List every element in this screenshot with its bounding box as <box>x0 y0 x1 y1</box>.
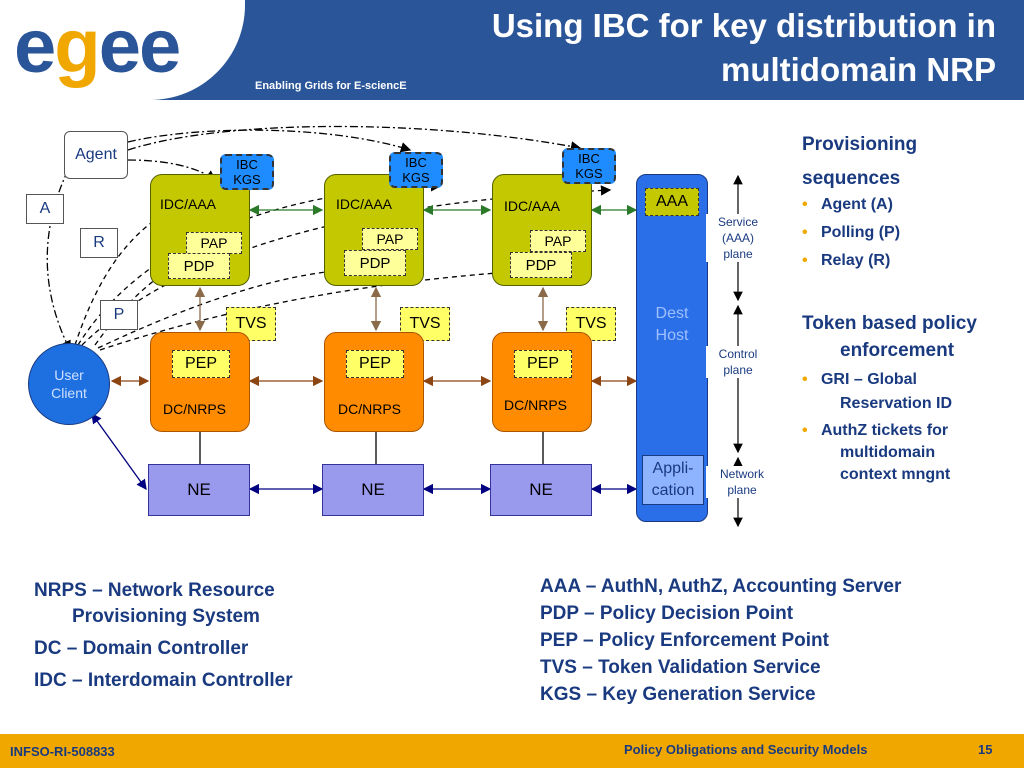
prov-item-relay: • Relay (R) <box>802 252 891 269</box>
slide-title: Using IBC for key distribution in multid… <box>491 7 996 88</box>
dc-nrps-label-3: DC/NRPS <box>504 397 568 413</box>
ne-box-1: NE <box>148 464 250 516</box>
glossary-right: AAA – AuthN, AuthZ, Accounting Server PD… <box>540 576 902 705</box>
provisioning-title: Provisioning sequences <box>802 134 918 189</box>
glossary-left: NRPS – Network Resource Provisioning Sys… <box>34 580 293 691</box>
pdp-label-1: PDP <box>183 257 215 275</box>
page-number: 15 <box>978 742 993 757</box>
application-label-2: cation <box>651 482 695 499</box>
pap-box-1: PAP <box>186 232 242 254</box>
pdp-label-3: PDP <box>525 256 557 274</box>
kgs-label-1a: IBC <box>236 157 258 172</box>
token-item-authz: • AuthZ tickets for multidomain context … <box>802 422 951 483</box>
dc-nrps-label-1: DC/NRPS <box>163 401 227 417</box>
sequence-p-box: P <box>100 300 138 330</box>
tagline: Enabling Grids for E-sciencE <box>255 80 407 92</box>
aaa-label: AAA <box>655 193 688 210</box>
idc-aaa-label-3: IDC/AAA <box>504 198 561 214</box>
dc-nrps-label-2: DC/NRPS <box>338 401 402 417</box>
aaa-box: AAA <box>645 188 699 216</box>
egee-logo: egee egee <box>14 4 181 89</box>
kgs-label-1b: KGS <box>233 172 261 187</box>
ne-label-2: NE <box>361 480 385 499</box>
idc-aaa-label-1: IDC/AAA <box>160 196 217 212</box>
pdp-box-1: PDP <box>168 253 230 279</box>
agent-label: Agent <box>75 146 117 163</box>
ne-label-1: NE <box>187 480 211 499</box>
service-plane-label: Service(AAA)plane <box>706 214 770 262</box>
token-item-gri: • GRI – Global Reservation ID <box>802 371 953 412</box>
pap-label-1: PAP <box>200 235 228 251</box>
pdp-box-3: PDP <box>510 252 572 278</box>
footer-title: Policy Obligations and Security Models <box>624 742 868 757</box>
pdp-label-2: PDP <box>359 254 391 272</box>
pep-box-1: PEP <box>172 350 230 378</box>
user-client-label-2: Client <box>51 385 87 401</box>
dc-nrps-box-3 <box>492 332 592 432</box>
tvs-label-3: TVS <box>575 315 607 332</box>
pep-label-1: PEP <box>184 355 217 372</box>
sequence-a-box: A <box>26 194 64 224</box>
pap-box-3: PAP <box>530 230 586 252</box>
sequence-p-label: P <box>113 306 125 323</box>
footer-bar <box>0 734 1024 768</box>
dc-nrps-box-2 <box>324 332 424 432</box>
kgs-label-2b: KGS <box>402 170 430 185</box>
sequence-r-box: R <box>80 228 118 258</box>
pep-label-2: PEP <box>358 355 391 372</box>
prov-item-polling: • Polling (P) <box>802 224 901 241</box>
pep-box-2: PEP <box>346 350 404 378</box>
pep-label-3: PEP <box>526 355 559 372</box>
ne-box-3: NE <box>490 464 592 516</box>
pap-label-3: PAP <box>544 233 572 249</box>
dest-host-label-2: Host <box>655 327 689 344</box>
kgs-label-3a: IBC <box>578 151 600 166</box>
sequence-r-label: R <box>93 234 105 251</box>
dest-host-label: Dest Host <box>636 302 708 348</box>
user-client: User Client <box>28 343 110 425</box>
sequence-a-label: A <box>39 200 51 217</box>
ne-box-2: NE <box>322 464 424 516</box>
kgs-label-3b: KGS <box>575 166 603 181</box>
prov-item-agent: • Agent (A) <box>802 196 893 213</box>
idc-aaa-label-2: IDC/AAA <box>336 196 393 212</box>
pep-box-3: PEP <box>514 350 572 378</box>
footer-project-id: INFSO-RI-508833 <box>10 744 115 759</box>
dc-nrps-box-1 <box>150 332 250 432</box>
pap-box-2: PAP <box>362 228 418 250</box>
user-client-label-1: User <box>54 367 84 383</box>
dest-host-label-1: Dest <box>655 305 689 322</box>
application-box: Appli- cation <box>642 455 704 505</box>
agent-box: Agent <box>64 131 128 179</box>
pap-label-2: PAP <box>376 231 404 247</box>
pdp-box-2: PDP <box>344 250 406 276</box>
tvs-label-1: TVS <box>235 315 267 332</box>
ne-label-3: NE <box>529 480 553 499</box>
tvs-label-2: TVS <box>409 315 441 332</box>
application-label-1: Appli- <box>652 460 694 477</box>
token-title: Token based policy enforcement <box>802 313 977 361</box>
kgs-label-2a: IBC <box>405 155 427 170</box>
